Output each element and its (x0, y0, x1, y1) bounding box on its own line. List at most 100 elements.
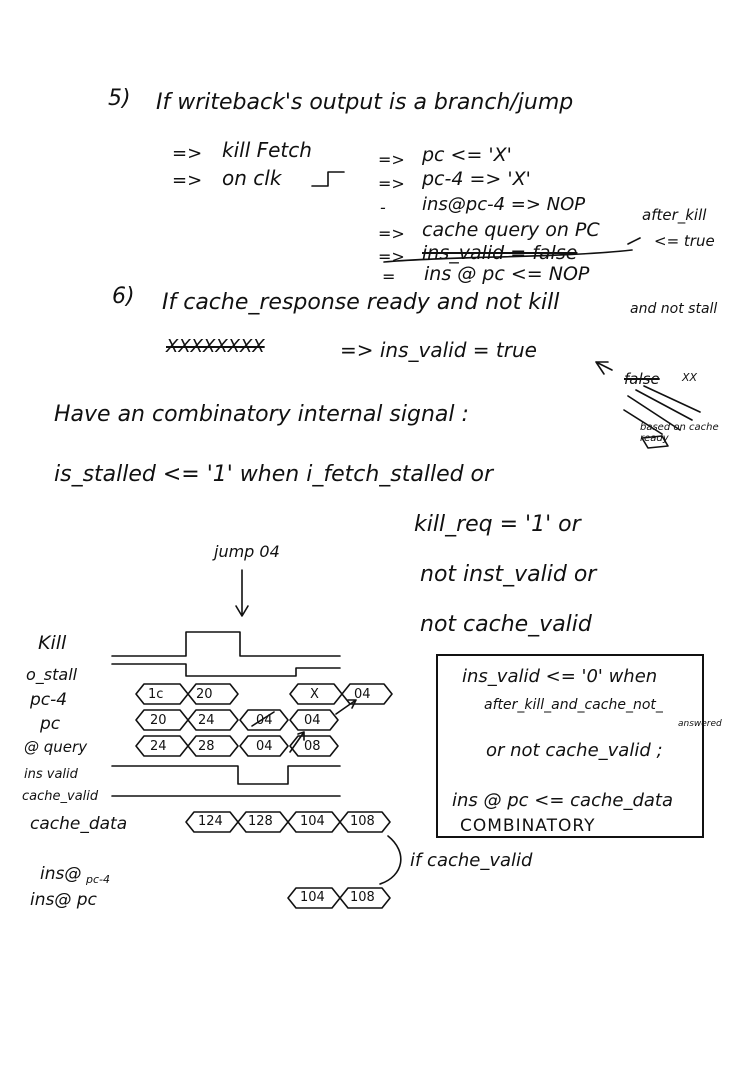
query-cell-2: 28 (198, 739, 215, 754)
action-arrow-6: = (382, 267, 396, 286)
query-cell-1: 24 (150, 739, 167, 754)
section5-heading: If writeback's output is a branch/jump (156, 90, 574, 115)
section5-arrow-1: => (172, 143, 203, 164)
action-3: ins@pc-4 => NOP (422, 194, 586, 215)
after-kill-value: <= true (654, 232, 715, 250)
if-cache-valid-label: if cache_valid (410, 850, 533, 871)
pc-hex-4 (289, 709, 339, 731)
combinatory-line-2: kill_req = '1' or (414, 512, 581, 537)
pc4-cell-4: 04 (354, 687, 371, 702)
query-to-pc-arrow (289, 731, 305, 753)
false-arrow (595, 361, 613, 375)
cache-data-hex-3 (287, 811, 341, 833)
o-stall-waveform (111, 663, 341, 677)
pc4-cell-1: 1c (148, 687, 164, 702)
cache-data-cell-3: 104 (300, 814, 325, 829)
pc-hex-2 (187, 709, 239, 731)
crossed-tag (641, 435, 669, 449)
signal-ins-valid: ins valid (24, 767, 78, 782)
signal-query: @ query (24, 738, 88, 756)
pc4-hex-3 (289, 683, 343, 705)
cache-data-hex-2 (237, 811, 289, 833)
action-6: ins @ pc <= NOP (424, 263, 590, 285)
cache-data-cell-4: 108 (350, 814, 375, 829)
jump-arrow (235, 569, 249, 617)
strike-line-ins-valid (383, 249, 633, 263)
pc4-hex-2 (187, 683, 239, 705)
action-arrow-4: => (378, 224, 405, 243)
ins-valid-true: => ins_valid = true (340, 338, 537, 362)
pc4-cell-3: X (310, 687, 319, 702)
section6-heading: If cache_response ready and not kill (162, 290, 560, 315)
ins-pc-hex-2 (339, 887, 391, 909)
pc-to-pc4-arrow (335, 699, 357, 715)
query-hex-2 (187, 735, 239, 757)
query-hex-4 (289, 735, 339, 757)
jump-label: jump 04 (214, 542, 280, 561)
combinatory-box (436, 654, 704, 838)
section6-number: 6) (112, 284, 135, 309)
box-line-1: ins_valid <= '0' when (462, 666, 658, 687)
query-cell-3: 04 (256, 739, 273, 754)
pc-cell-4: 04 (304, 713, 321, 728)
box-line-2: after_kill_and_cache_not_ (484, 697, 663, 713)
pc4-hex-1 (135, 683, 189, 705)
query-cell-4: 08 (304, 739, 321, 754)
action-arrow-1: => (378, 150, 405, 169)
action-2: pc-4 => 'X' (422, 168, 531, 190)
pc4-cell-2: 20 (196, 687, 213, 702)
action-4: cache query on PC (422, 219, 600, 241)
query-hex-1 (135, 735, 189, 757)
action-arrow-2: => (378, 174, 405, 193)
signal-cache-data: cache_data (30, 814, 128, 834)
signal-pc: pc (40, 714, 61, 734)
pc-cell-3: 04 (256, 713, 273, 728)
combinatory-intro: Have an combinatory internal signal : (54, 402, 469, 427)
box-line-3: or not cache_valid ; (486, 740, 663, 761)
pc-cell-2: 24 (198, 713, 215, 728)
crossed-hatch (623, 385, 701, 435)
crossed-04 (251, 711, 275, 727)
clock-edge-symbol (311, 171, 345, 187)
cache-data-cell-2: 128 (248, 814, 273, 829)
side-crossed-false: false (624, 370, 660, 388)
signal-kill: Kill (38, 632, 67, 654)
section5-kill-fetch: kill Fetch (222, 138, 312, 162)
pc4-hex-4 (341, 683, 393, 705)
ins-pc-cell-2: 108 (350, 890, 375, 905)
side-crossed-mark: XX (682, 371, 698, 384)
cache-data-cell-1: 124 (198, 814, 223, 829)
signal-ins-pc-4: ins@ (40, 864, 82, 884)
crossed-out-word: XXXXXXXX (166, 336, 265, 357)
box-line-5: COMBINATORY (460, 816, 596, 836)
action-arrow-3: - (380, 198, 386, 217)
pc-hex-3 (239, 709, 289, 731)
after-kill-arrow (627, 237, 641, 245)
signal-o-stall: o_stall (26, 665, 78, 684)
section6-heading-extra: and not stall (630, 301, 718, 317)
ins-pc-cell-1: 104 (300, 890, 325, 905)
combinatory-line-1: is_stalled <= '1' when i_fetch_stalled o… (54, 462, 494, 487)
cache-data-hex-4 (339, 811, 391, 833)
kill-waveform (111, 631, 341, 657)
box-line-2b: answered (678, 719, 722, 729)
signal-ins-pc: ins@ pc (30, 890, 97, 910)
signal-pc-4: pc-4 (30, 690, 68, 710)
ins-valid-waveform (111, 765, 341, 785)
section5-number: 5) (108, 86, 131, 111)
based-on-cache-ready: based on cache ready (640, 422, 719, 444)
section5-arrow-2: => (172, 170, 203, 191)
signal-ins-pc-4-suffix: pc-4 (86, 873, 110, 886)
after-kill-note: after_kill (642, 206, 707, 224)
section5-on-clk: on clk (222, 166, 282, 190)
ins-pc-hex-1 (287, 887, 341, 909)
pc-hex-1 (135, 709, 189, 731)
combinatory-line-4: not cache_valid (420, 612, 592, 637)
if-cache-valid-curve (379, 835, 402, 885)
action-1: pc <= 'X' (422, 144, 512, 166)
box-line-4: ins @ pc <= cache_data (452, 790, 674, 811)
query-hex-3 (239, 735, 289, 757)
cache-data-hex-1 (185, 811, 239, 833)
combinatory-line-3: not inst_valid or (420, 562, 597, 587)
